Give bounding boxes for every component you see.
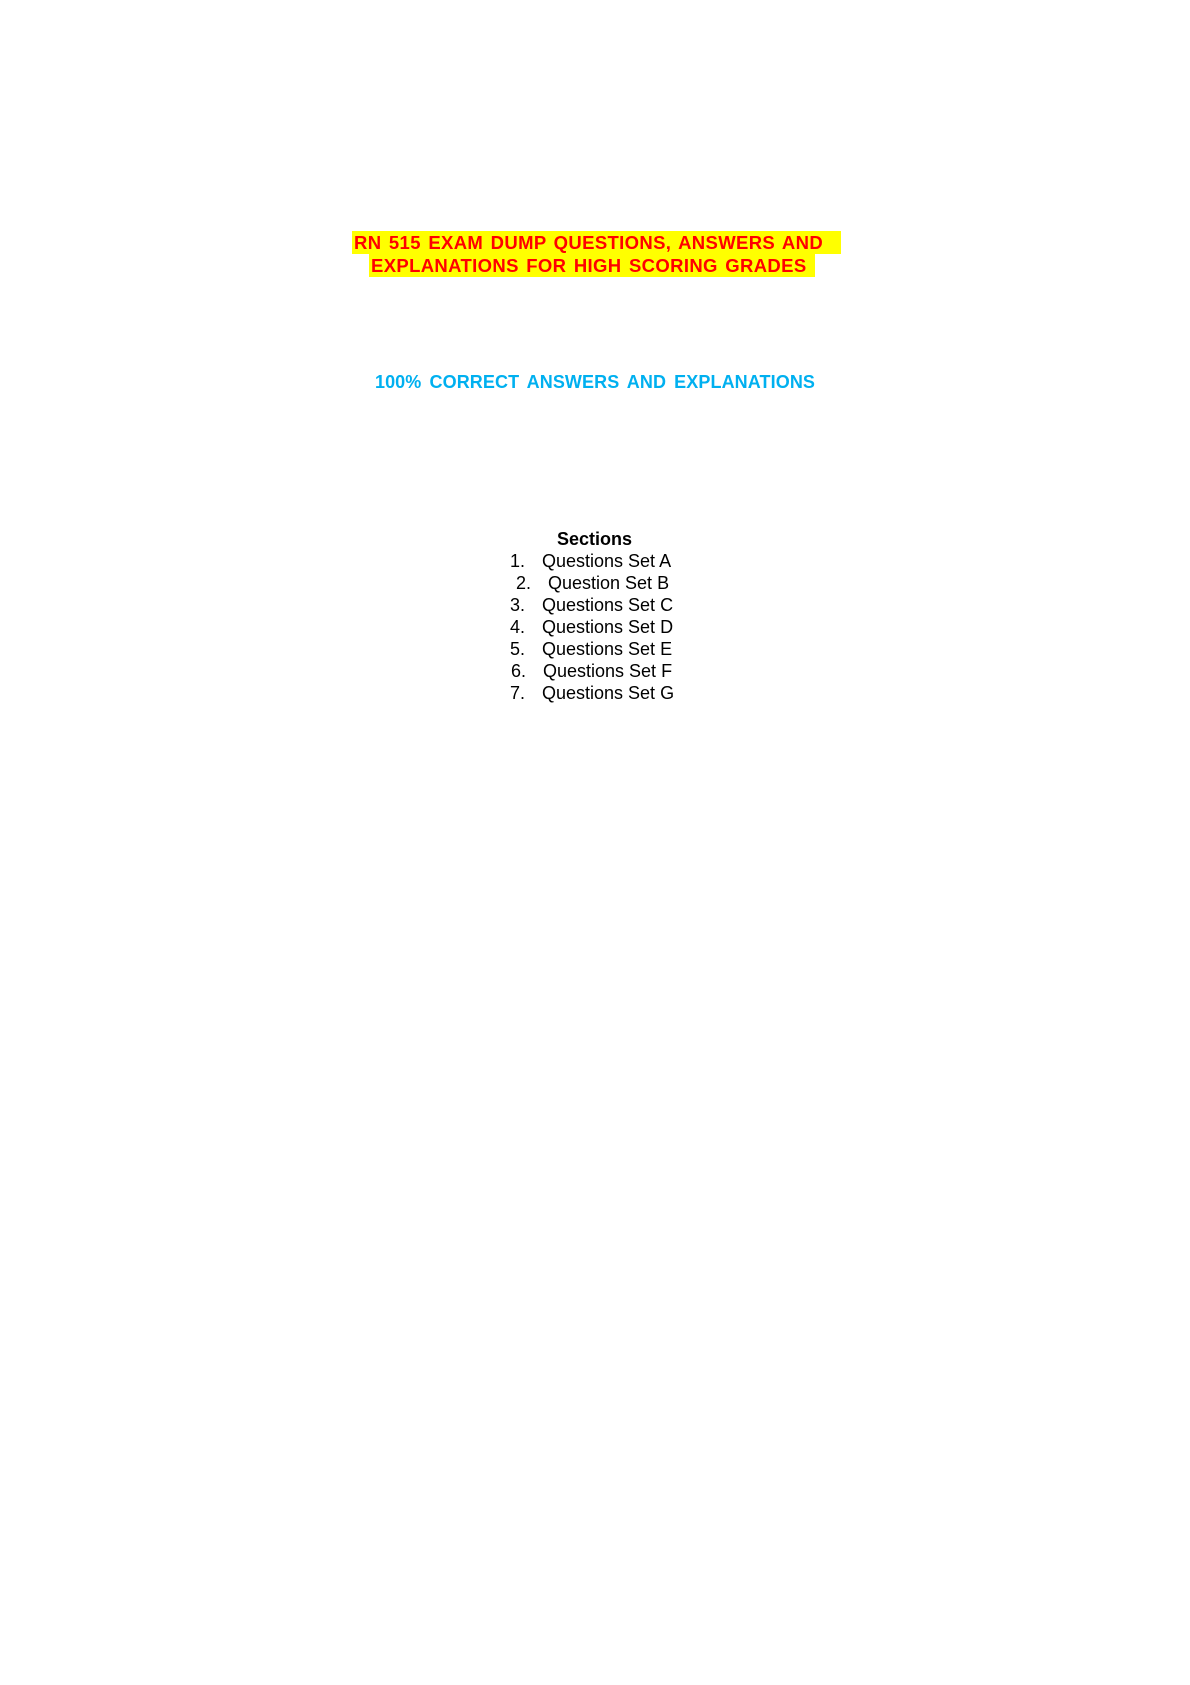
sections-heading: Sections	[557, 529, 633, 549]
section-label: Question Set B	[548, 573, 670, 593]
section-number: 2.	[516, 573, 532, 593]
section-number: 4.	[510, 617, 526, 637]
section-number: 5.	[510, 639, 526, 659]
title-line-1: RN 515 EXAM DUMP QUESTIONS, ANSWERS AND	[352, 231, 841, 254]
section-item: 1. Questions Set A	[510, 550, 671, 572]
section-label: Questions Set F	[543, 661, 673, 681]
section-label: Questions Set D	[542, 617, 674, 637]
section-number: 3.	[510, 595, 526, 615]
title-line-2: EXPLANATIONS FOR HIGH SCORING GRADES	[369, 254, 815, 277]
section-item: 3. Questions Set C	[510, 594, 673, 616]
section-item: 6. Questions Set F	[511, 660, 672, 682]
section-item: 4. Questions Set D	[510, 616, 673, 638]
section-number: 7.	[510, 683, 526, 703]
section-item: 7. Questions Set G	[510, 682, 674, 704]
section-item: 5. Questions Set E	[510, 638, 672, 660]
section-label: Questions Set A	[542, 551, 672, 571]
section-label: Questions Set E	[542, 639, 673, 659]
section-label: Questions Set G	[542, 683, 675, 703]
section-label: Questions Set C	[542, 595, 674, 615]
section-number: 6.	[511, 661, 527, 681]
document-subtitle: 100% CORRECT ANSWERS AND EXPLANATIONS	[374, 372, 816, 392]
section-item: 2. Question Set B	[516, 572, 669, 594]
section-number: 1.	[510, 551, 526, 571]
